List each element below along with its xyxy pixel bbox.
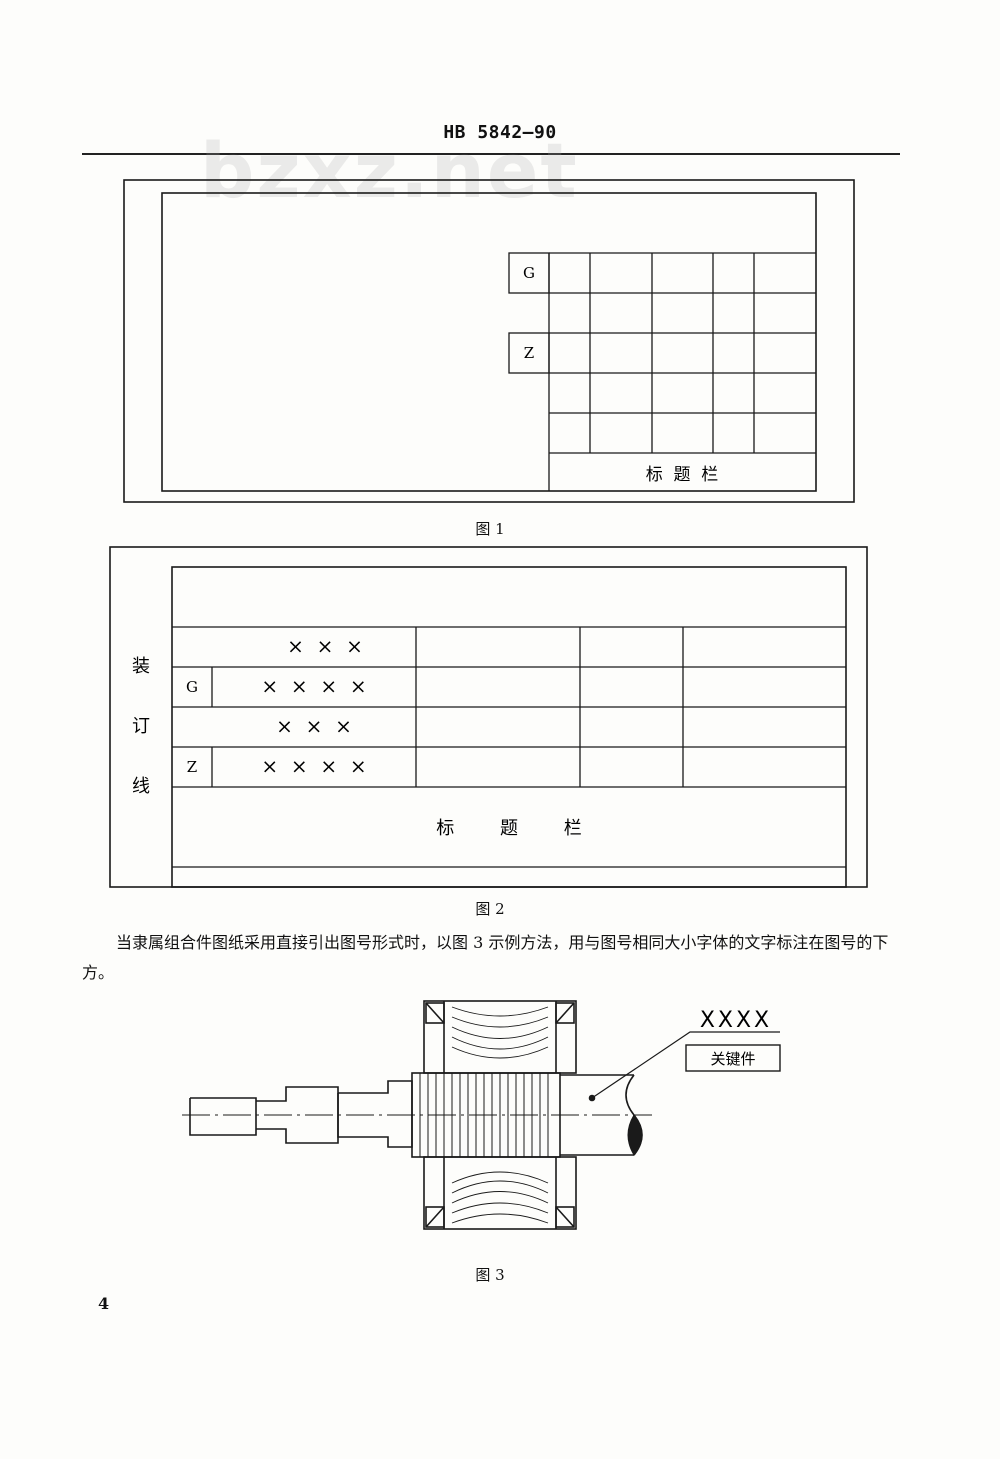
- rotor-core-top: [423, 1000, 577, 1074]
- leader-line: [591, 1031, 780, 1099]
- body-paragraph: 当隶属组合件图纸采用直接引出图号形式时，以图 3 示例方法，用与图号相同大小字体…: [82, 933, 889, 982]
- figure-2-mark-row-2: × × × ×: [261, 674, 366, 698]
- figure-2-caption: 图 2: [475, 900, 505, 918]
- figure-1-z-box: [508, 332, 550, 374]
- figure-3-caption: 图 3: [475, 1266, 505, 1284]
- watermark: bzxz.net: [200, 126, 579, 215]
- page-number: 4: [98, 1294, 110, 1313]
- figure-1-outer-frame: [123, 179, 855, 503]
- figure-2-z-label: Z: [187, 758, 197, 776]
- drawing-number: XXXX: [700, 1008, 772, 1033]
- winding-top: [451, 1006, 549, 1059]
- standard-header: HB 5842—90: [443, 122, 557, 143]
- figure-1-caption: 图 1: [475, 520, 505, 538]
- spline-lines: [419, 1073, 549, 1157]
- rotor-core-bottom: [423, 1156, 577, 1230]
- binding-line-char-3: 线: [132, 776, 150, 797]
- figure-2-mark-row-1: × × ×: [287, 634, 363, 658]
- key-part-box: [685, 1044, 781, 1072]
- figure-1-z-label: Z: [524, 344, 534, 362]
- figure-2-mark-row-4: × × × ×: [261, 754, 366, 778]
- key-part-label: 关键件: [710, 1050, 755, 1068]
- shaft-step-2: [337, 1080, 413, 1148]
- figure-2-inner-frame: [171, 566, 847, 888]
- figure-3-drawing: XXXX 关键件: [182, 1000, 781, 1230]
- figure-2-mark-row-3: × × ×: [276, 714, 352, 738]
- figure-2-title-block: 标 题 栏: [436, 818, 582, 839]
- shaft-end: [189, 1097, 257, 1136]
- binding-line-char-2: 订: [132, 716, 150, 737]
- figure-2-drawing: 装 订 线 G Z × × × × × × × × × × × × × × 标 …: [109, 546, 868, 888]
- figure-2-grid: [172, 626, 846, 868]
- header-rule: [82, 153, 900, 155]
- figure-2-g-label: G: [186, 678, 198, 696]
- figure-1-g-label: G: [523, 264, 535, 282]
- winding-bottom: [451, 1171, 549, 1224]
- figure-1-inner-frame: [161, 192, 817, 492]
- figure-1-g-box: [508, 252, 550, 294]
- figure-1-title-block: 标 题 栏: [646, 465, 719, 485]
- binding-line-char-1: 装: [132, 656, 150, 677]
- figure-1-drawing: G Z 标 题 栏: [123, 179, 855, 503]
- figure-1-grid: [508, 252, 816, 491]
- break-hatch: [627, 1114, 643, 1156]
